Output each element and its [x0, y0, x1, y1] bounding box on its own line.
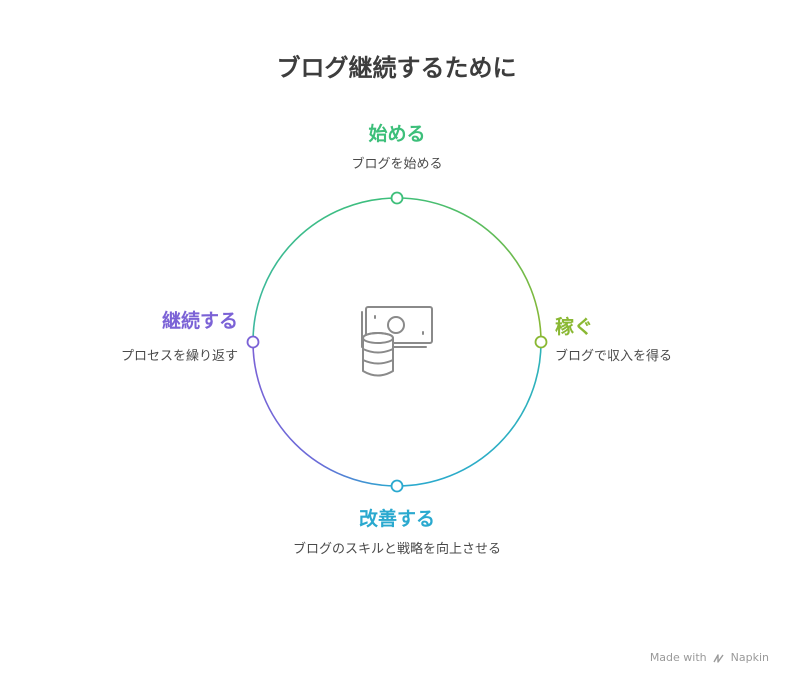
- diagram-title: ブログ継続するために: [276, 54, 517, 82]
- node-right: [534, 335, 548, 349]
- arc-bottom-left: [252, 341, 398, 487]
- arc-bottom-right: [396, 341, 542, 487]
- watermark-made-with: Made with: [649, 651, 707, 664]
- stage-title-earn: 稼ぐ: [555, 316, 594, 338]
- napkin-watermark: Made with Napkin: [650, 651, 769, 664]
- stage-desc-continue: プロセスを繰り返す: [120, 349, 238, 364]
- node-bottom: [390, 479, 404, 493]
- money-and-coins-icon: [361, 306, 433, 377]
- stage-title-start: 始める: [368, 123, 426, 145]
- napkin-logo-icon: [713, 653, 724, 663]
- stage-desc-improve: ブログのスキルと戦略を向上させる: [292, 542, 502, 557]
- stage-desc-start: ブログを始める: [351, 157, 443, 172]
- stage-desc-earn: ブログで収入を得る: [555, 349, 673, 364]
- node-top: [390, 191, 404, 205]
- stage-title-continue: 継続する: [161, 310, 238, 332]
- arc-top-right: [396, 197, 542, 343]
- watermark-brand: Napkin: [730, 651, 769, 664]
- stage-title-improve: 改善する: [358, 508, 436, 530]
- arc-top-left: [252, 197, 398, 343]
- node-left: [246, 335, 260, 349]
